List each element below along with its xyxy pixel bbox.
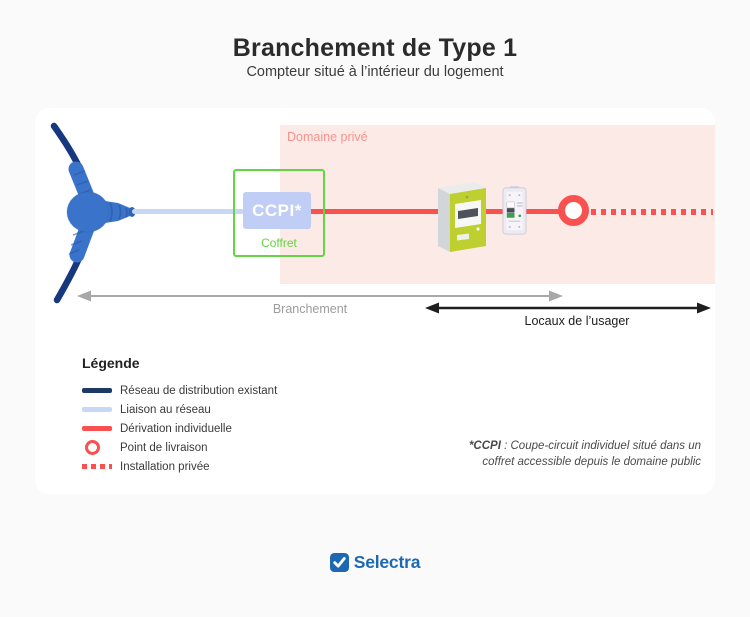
legend-item-label: Liaison au réseau: [120, 403, 211, 416]
ccpi-footnote: *CCPI : Coupe-circuit individuel situé d…: [411, 439, 701, 470]
legend-item: Réseau de distribution existant: [82, 381, 277, 400]
solid-red-line-swatch: [82, 426, 112, 431]
brand-name: Selectra: [353, 552, 421, 572]
delivery-point-icon: [558, 195, 589, 226]
footnote-term: *CCPI: [468, 440, 501, 452]
page-title: Branchement de Type 1: [232, 34, 518, 62]
legend-item: Point de livraison: [82, 438, 277, 457]
enclosure-label: Coffret: [261, 236, 297, 250]
ccpi-enclosure-box: CCPI* Coffret: [233, 169, 325, 257]
red-dotted-swatch: [82, 464, 112, 469]
private-domain-region: [280, 125, 715, 284]
solid-navy-line-swatch: [82, 388, 112, 393]
selectra-check-icon: [329, 553, 349, 572]
user-premises-label: Locaux de l’usager: [524, 314, 630, 328]
diagram-panel: Domaine privé CCPI* Coffret: [35, 108, 715, 494]
legend-item-label: Installation privée: [120, 460, 210, 473]
electric-meter-icon: [438, 182, 486, 252]
legend-item: Installation privée: [82, 457, 277, 476]
solid-lightblue-line-swatch: [82, 407, 112, 412]
private-installation-dotted-line: [591, 209, 713, 215]
individual-derivation-line: [311, 209, 560, 214]
distribution-network-cable-icon: [50, 122, 136, 304]
private-domain-label: Domaine privé: [287, 130, 368, 144]
legend-item-label: Dérivation individuelle: [120, 422, 232, 435]
footnote-text-line2: coffret accessible depuis le domaine pub…: [482, 455, 701, 468]
user-premises-span-arrow: [425, 302, 711, 314]
red-ring-swatch: [82, 440, 112, 455]
legend-item: Liaison au réseau: [82, 400, 277, 419]
page-subtitle: Compteur situé à l’intérieur du logement: [246, 64, 504, 80]
branchement-span-arrow: [77, 290, 563, 302]
branchement-label: Branchement: [272, 302, 348, 316]
legend: Légende Réseau de distribution existant …: [82, 355, 277, 476]
legend-item: Dérivation individuelle: [82, 419, 277, 438]
legend-item-label: Réseau de distribution existant: [120, 384, 278, 397]
network-liaison-line: [132, 209, 244, 214]
brand-logo: Selectra: [0, 552, 750, 573]
ccpi-label: CCPI*: [243, 192, 311, 229]
circuit-breaker-icon: [502, 186, 527, 235]
footnote-text-line1: : Coupe-circuit individuel situé dans un: [500, 440, 701, 452]
legend-item-label: Point de livraison: [120, 441, 208, 454]
legend-title: Légende: [82, 355, 140, 371]
